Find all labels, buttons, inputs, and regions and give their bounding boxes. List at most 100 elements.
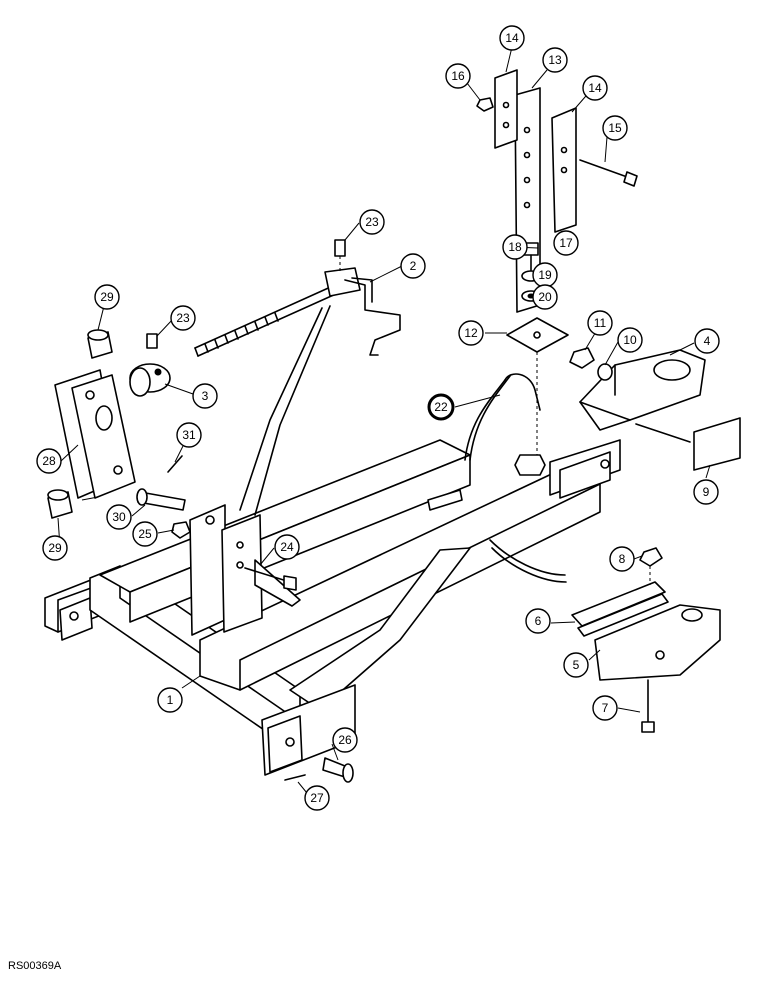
callout-label: 19 <box>538 268 552 282</box>
callout-20: 20 <box>532 284 558 310</box>
clamp-plates <box>571 581 669 637</box>
callout-circle <box>42 535 68 561</box>
hitch-pin <box>635 417 741 471</box>
callout-5: 5 <box>563 652 589 678</box>
callout-label: 11 <box>594 316 607 330</box>
callout-circle <box>532 284 558 310</box>
callout-24: 24 <box>274 534 300 560</box>
callout-11: 11 <box>587 310 613 336</box>
callout-label: 23 <box>365 215 379 229</box>
nut-16 <box>476 97 494 112</box>
brace-left <box>494 69 518 149</box>
hex-nut-11 <box>569 347 595 369</box>
callout-label: 1 <box>167 693 174 707</box>
callout-label: 18 <box>508 240 522 254</box>
callout-22: 22 <box>427 393 455 421</box>
callout-23: 23 <box>170 305 196 331</box>
callout-3: 3 <box>192 383 218 409</box>
crank-screw <box>194 267 401 516</box>
callout-label: 7 <box>602 701 609 715</box>
callout-circle <box>445 63 471 89</box>
callout-15: 15 <box>602 115 628 141</box>
callout-16: 16 <box>445 63 471 89</box>
callout-1: 1 <box>157 687 183 713</box>
callout-circle <box>693 479 719 505</box>
callout-circle <box>106 504 132 530</box>
nut-8 <box>639 547 663 585</box>
callout-label: 27 <box>310 791 324 805</box>
callout-circle <box>157 687 183 713</box>
callout-label: 12 <box>464 326 478 340</box>
callout-14: 14 <box>582 75 608 101</box>
callout-circle <box>563 652 589 678</box>
callout-29: 29 <box>42 535 68 561</box>
callout-circle <box>602 115 628 141</box>
callout-circle <box>553 230 579 256</box>
callout-label: 28 <box>42 454 56 468</box>
callout-label: 10 <box>623 333 637 347</box>
grease-fitting-upper <box>334 239 346 272</box>
grease-fitting-lower <box>146 333 158 349</box>
main-frame <box>44 439 621 776</box>
rear-pin <box>322 757 354 783</box>
callout-circle <box>582 75 608 101</box>
callout-circle <box>359 209 385 235</box>
callout-circle <box>176 422 202 448</box>
callout-circle <box>587 310 613 336</box>
bolt-15 <box>579 159 638 187</box>
figure-code: RS00369A <box>8 960 62 972</box>
callout-label: 24 <box>280 540 294 554</box>
callout-label: 16 <box>451 69 465 83</box>
callout-circle <box>304 785 330 811</box>
callout-label: 6 <box>535 614 542 628</box>
washer-10 <box>597 363 613 381</box>
callout-label: 15 <box>608 121 622 135</box>
callout-10: 10 <box>617 327 643 353</box>
safety-chain <box>464 373 567 583</box>
callout-circle <box>609 546 635 572</box>
callout-label: 8 <box>619 552 626 566</box>
callout-label: 14 <box>588 81 602 95</box>
callout-26: 26 <box>332 727 358 753</box>
callout-31: 31 <box>176 422 202 448</box>
brace-right <box>551 107 577 233</box>
callout-circle <box>617 327 643 353</box>
callout-circle <box>525 608 551 634</box>
callout-4: 4 <box>694 328 720 354</box>
callout-14: 14 <box>499 25 525 51</box>
callout-circle <box>592 695 618 721</box>
callout-label: 25 <box>138 527 152 541</box>
callout-18: 18 <box>502 234 528 260</box>
callout-label: 17 <box>559 236 573 250</box>
callout-circle <box>36 448 62 474</box>
callout-label: 20 <box>538 290 552 304</box>
callout-13: 13 <box>542 47 568 73</box>
callout-circle <box>542 47 568 73</box>
callout-circle <box>499 25 525 51</box>
callout-12: 12 <box>458 320 484 346</box>
callout-circle <box>274 534 300 560</box>
callout-label: 2 <box>410 259 417 273</box>
callout-23: 23 <box>359 209 385 235</box>
callout-27: 27 <box>304 785 330 811</box>
callout-label: 26 <box>338 733 352 747</box>
bolt-24 <box>244 567 297 591</box>
callout-28: 28 <box>36 448 62 474</box>
callout-30: 30 <box>106 504 132 530</box>
callout-label: 5 <box>573 658 580 672</box>
callout-7: 7 <box>592 695 618 721</box>
side-plates <box>54 369 136 499</box>
callout-label: 3 <box>202 389 209 403</box>
bushing-lower <box>47 489 73 519</box>
callout-label: 4 <box>704 334 711 348</box>
callout-circle <box>132 521 158 547</box>
callout-label: 29 <box>48 541 62 555</box>
clamp-body <box>594 604 721 681</box>
callout-circle <box>170 305 196 331</box>
callout-label: 30 <box>112 510 126 524</box>
callout-label: 31 <box>182 428 196 442</box>
callout-circle <box>502 234 528 260</box>
callout-circle <box>94 284 120 310</box>
bushing-upper <box>87 329 113 359</box>
